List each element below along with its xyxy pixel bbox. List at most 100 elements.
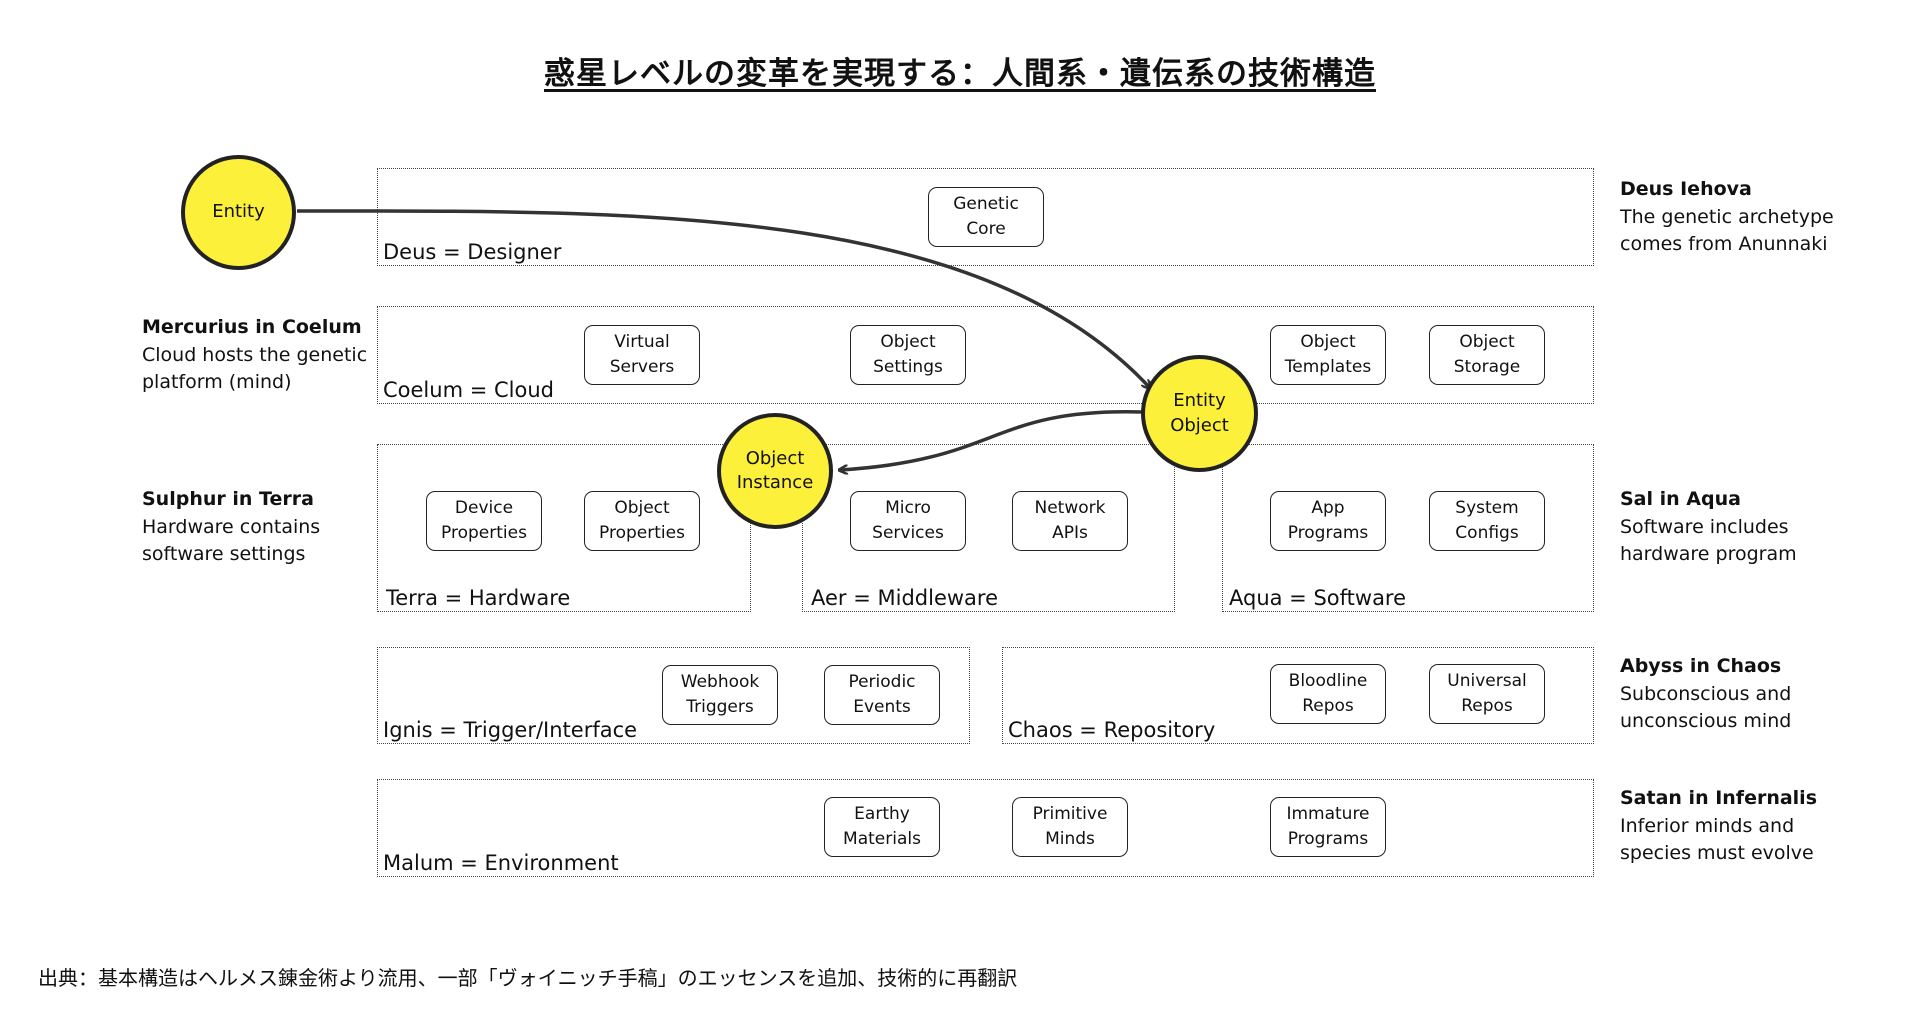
circle-label: Entity: [1173, 390, 1226, 412]
band-ignis: Ignis = Trigger/Interface: [377, 647, 970, 744]
node-line: Repos: [1302, 696, 1354, 716]
node-line: Repos: [1461, 696, 1513, 716]
note-line: platform (mind): [142, 371, 292, 394]
band-label-malum: Malum = Environment: [383, 851, 619, 875]
node-immature-programs: Immature Programs: [1270, 797, 1386, 857]
node-network-apis: Network APIs: [1012, 491, 1128, 551]
band-label-aqua: Aqua = Software: [1229, 586, 1407, 610]
node-genetic-core: Genetic Core: [928, 187, 1044, 247]
object-instance-circle: Object Instance: [717, 413, 833, 529]
note-satan: Satan in Infernalis Inferior minds and s…: [1620, 785, 1817, 868]
node-device-properties: Device Properties: [426, 491, 542, 551]
page-title: 惑星レベルの変革を実現する：人間系・遺伝系の技術構造: [544, 56, 1376, 92]
node-line: Universal: [1447, 671, 1527, 692]
node-line: Object: [1300, 332, 1356, 353]
node-line: Minds: [1045, 829, 1095, 849]
node-line: Periodic: [848, 672, 916, 693]
node-line: Immature: [1286, 804, 1370, 825]
band-aqua: Aqua = Software: [1222, 444, 1594, 612]
source-note: 出典：基本構造はヘルメス錬金術より流用、一部「ヴォイニッチ手稿」のエッセンスを追…: [38, 966, 1018, 990]
note-heading: Satan in Infernalis: [1620, 787, 1818, 809]
node-line: Templates: [1284, 357, 1372, 377]
arrow-entity-object-to-object-instance: [840, 410, 1143, 470]
circle-label: Instance: [736, 472, 814, 493]
node-webhook-triggers: Webhook Triggers: [662, 665, 778, 725]
node-app-programs: App Programs: [1270, 491, 1386, 551]
node-line: Materials: [843, 829, 921, 849]
note-deus-iehova: Deus Iehova The genetic archetype comes …: [1620, 176, 1834, 259]
band-label-coelum: Coelum = Cloud: [383, 378, 554, 402]
note-heading: Sal in Aqua: [1620, 488, 1741, 510]
node-line: Programs: [1287, 523, 1369, 543]
circle-label: Entity: [212, 201, 265, 223]
note-sulphur: Sulphur in Terra Hardware contains softw…: [142, 486, 320, 569]
node-line: Bloodline: [1288, 671, 1368, 692]
node-line: Network: [1034, 498, 1106, 519]
note-heading: Deus Iehova: [1620, 178, 1752, 200]
band-label-aer: Aer = Middleware: [811, 586, 999, 610]
note-line: Cloud hosts the genetic: [142, 343, 368, 366]
note-heading: Abyss in Chaos: [1620, 655, 1782, 677]
node-line: Configs: [1455, 523, 1519, 543]
circle-label: Object: [745, 447, 805, 469]
band-coelum: Coelum = Cloud: [377, 306, 1594, 404]
node-line: Properties: [441, 523, 527, 543]
arrow-entity-to-entity-object: [296, 209, 1150, 388]
node-line: Device: [454, 498, 514, 519]
band-deus: Deus = Designer: [377, 168, 1594, 266]
entity-circle: Entity: [181, 155, 296, 270]
node-line: Earthy: [854, 804, 910, 825]
node-universal-repos: Universal Repos: [1429, 664, 1545, 724]
band-malum: Malum = Environment: [377, 779, 1594, 877]
note-heading: Mercurius in Coelum: [142, 316, 362, 338]
note-line: Hardware contains: [142, 515, 321, 538]
circle-label: Object: [1170, 414, 1229, 436]
node-line: Primitive: [1032, 804, 1108, 825]
node-object-properties: Object Properties: [584, 491, 700, 551]
node-primitive-minds: Primitive Minds: [1012, 797, 1128, 857]
note-line: software settings: [142, 543, 306, 566]
node-line: Triggers: [686, 697, 754, 717]
note-line: Subconscious and: [1620, 682, 1792, 705]
node-line: Events: [853, 697, 911, 717]
note-line: Software includes: [1620, 515, 1789, 538]
band-label-ignis: Ignis = Trigger/Interface: [383, 718, 638, 742]
node-system-configs: System Configs: [1429, 491, 1545, 551]
band-terra: Terra = Hardware: [377, 444, 751, 612]
node-line: App: [1311, 498, 1345, 519]
node-object-settings: Object Settings: [850, 325, 966, 385]
node-bloodline-repos: Bloodline Repos: [1270, 664, 1386, 724]
entity-object-circle: Entity Object: [1141, 355, 1258, 472]
band-label-terra: Terra = Hardware: [386, 586, 571, 610]
note-line: unconscious mind: [1620, 710, 1792, 733]
node-line: Servers: [609, 357, 675, 377]
node-line: System: [1455, 498, 1519, 519]
band-chaos: Chaos = Repository: [1002, 647, 1594, 744]
note-abyss: Abyss in Chaos Subconscious and unconsci…: [1620, 653, 1791, 736]
band-label-chaos: Chaos = Repository: [1008, 718, 1216, 742]
node-object-templates: Object Templates: [1270, 325, 1386, 385]
node-line: Settings: [873, 357, 943, 377]
node-line: Micro: [885, 498, 931, 519]
note-sal: Sal in Aqua Software includes hardware p…: [1620, 486, 1797, 569]
band-label-deus: Deus = Designer: [383, 240, 562, 264]
node-line: Services: [872, 523, 944, 543]
node-line: Genetic: [953, 194, 1019, 215]
note-line: The genetic archetype: [1620, 205, 1834, 228]
node-line: Storage: [1453, 357, 1521, 377]
node-line: APIs: [1052, 523, 1088, 543]
node-micro-services: Micro Services: [850, 491, 966, 551]
note-heading: Sulphur in Terra: [142, 488, 314, 510]
node-line: Core: [966, 219, 1006, 239]
note-line: species must evolve: [1620, 842, 1814, 865]
note-line: Inferior minds and: [1620, 814, 1795, 837]
node-line: Properties: [599, 523, 685, 543]
node-object-storage: Object Storage: [1429, 325, 1545, 385]
node-line: Object: [1459, 332, 1515, 353]
node-line: Object: [614, 498, 670, 519]
node-line: Virtual: [614, 332, 670, 353]
node-line: Webhook: [680, 672, 760, 693]
node-line: Programs: [1287, 829, 1369, 849]
node-periodic-events: Periodic Events: [824, 665, 940, 725]
